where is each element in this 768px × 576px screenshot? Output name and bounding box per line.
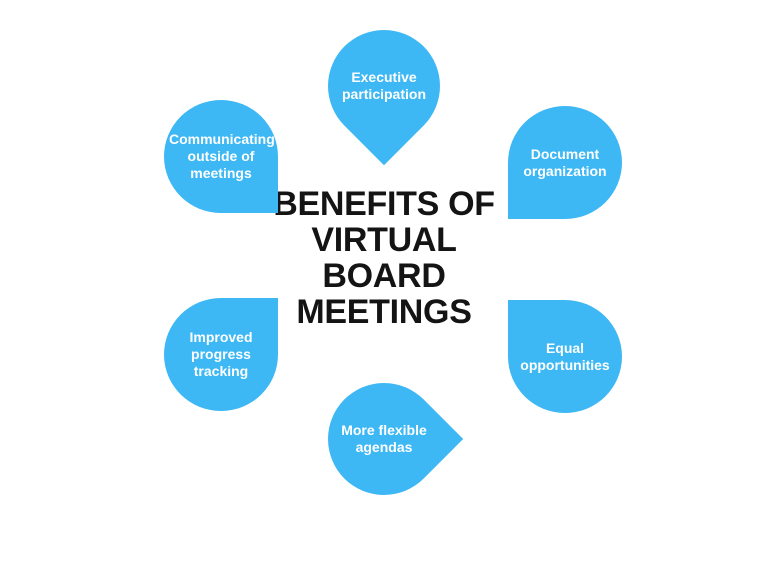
node-label-document-organization: Document organization xyxy=(523,145,607,179)
node-label-equal-opportunities: Equal opportunities xyxy=(520,339,610,373)
node-label-improved-progress-tracking: Improved progress tracking xyxy=(189,329,253,379)
node-label-communicating-outside-of-meetings: Communicating outside of meetings xyxy=(169,131,275,181)
node-executive-participation[interactable]: Executive participation xyxy=(304,6,464,166)
diagram-title: BENEFITS OF VIRTUAL BOARD MEETINGS xyxy=(273,185,495,331)
node-label-executive-participation: Executive participation xyxy=(341,69,426,102)
node-more-flexible-agendas[interactable]: More flexible agendas xyxy=(304,359,464,519)
node-communicating-outside-of-meetings[interactable]: Communicating outside of meetings xyxy=(164,100,278,213)
node-equal-opportunities[interactable]: Equal opportunities xyxy=(508,300,622,413)
node-document-organization[interactable]: Document organization xyxy=(508,106,622,219)
node-label-more-flexible-agendas: More flexible agendas xyxy=(341,422,427,455)
node-improved-progress-tracking[interactable]: Improved progress tracking xyxy=(164,298,278,411)
